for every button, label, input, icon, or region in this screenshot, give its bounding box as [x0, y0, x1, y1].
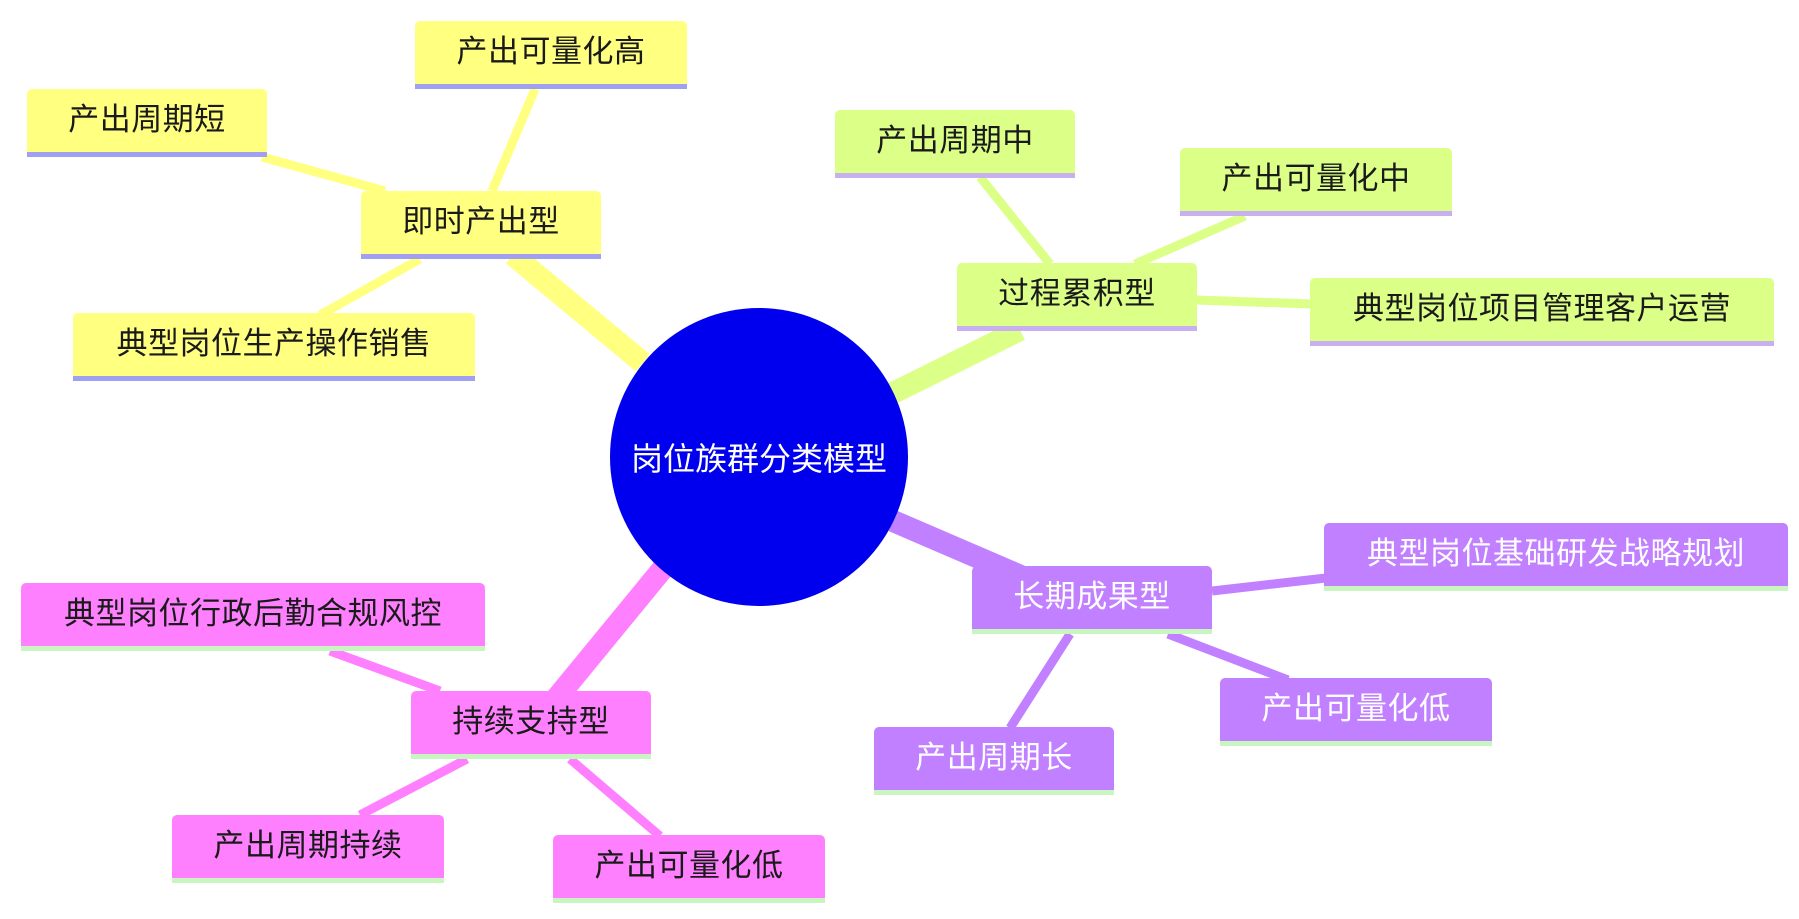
leaf-connector — [328, 646, 442, 696]
leaf-instant-quantifiable-high[interactable]: 产出可量化高 — [415, 21, 687, 89]
leaf-longterm-typical-roles[interactable]: 典型岗位基础研发战略规划 — [1324, 523, 1788, 591]
branch-connector — [546, 559, 674, 707]
branch-instant-output[interactable]: 即时产出型 — [361, 191, 601, 259]
leaf-longterm-cycle-long[interactable]: 产出周期长 — [874, 727, 1114, 795]
leaf-connector — [1211, 573, 1327, 596]
leaf-support-typical-roles[interactable]: 典型岗位行政后勤合规风控 — [21, 583, 485, 651]
leaf-connector — [487, 87, 540, 193]
leaf-connector — [1133, 211, 1247, 269]
branch-process-accumulation[interactable]: 过程累积型 — [957, 263, 1197, 331]
leaf-connector — [1166, 629, 1290, 685]
leaf-connector — [260, 152, 387, 196]
leaf-instant-typical-roles[interactable]: 典型岗位生产操作销售 — [73, 313, 475, 381]
leaf-process-quantifiable-medium[interactable]: 产出可量化中 — [1180, 148, 1452, 216]
branch-connector — [888, 320, 1025, 403]
leaf-process-cycle-medium[interactable]: 产出周期中 — [835, 110, 1075, 178]
central-topic[interactable]: 岗位族群分类模型 — [610, 308, 908, 606]
leaf-connector — [1195, 295, 1313, 309]
leaf-connector — [1006, 631, 1074, 731]
branch-continuous-support[interactable]: 持续支持型 — [411, 691, 651, 759]
leaf-connector — [567, 755, 663, 840]
branch-connector — [505, 246, 651, 372]
leaf-instant-cycle-short[interactable]: 产出周期短 — [27, 89, 267, 157]
branch-longterm-results[interactable]: 长期成果型 — [972, 566, 1212, 634]
leaf-process-typical-roles[interactable]: 典型岗位项目管理客户运营 — [1310, 278, 1774, 346]
leaf-longterm-quantifiable-low[interactable]: 产出可量化低 — [1220, 678, 1492, 746]
leaf-support-quantifiable-low[interactable]: 产出可量化低 — [553, 835, 825, 903]
leaf-support-cycle-continuous[interactable]: 产出周期持续 — [172, 815, 444, 883]
leaf-connector — [976, 174, 1054, 267]
leaf-connector — [317, 255, 423, 319]
leaf-connector — [357, 755, 470, 819]
